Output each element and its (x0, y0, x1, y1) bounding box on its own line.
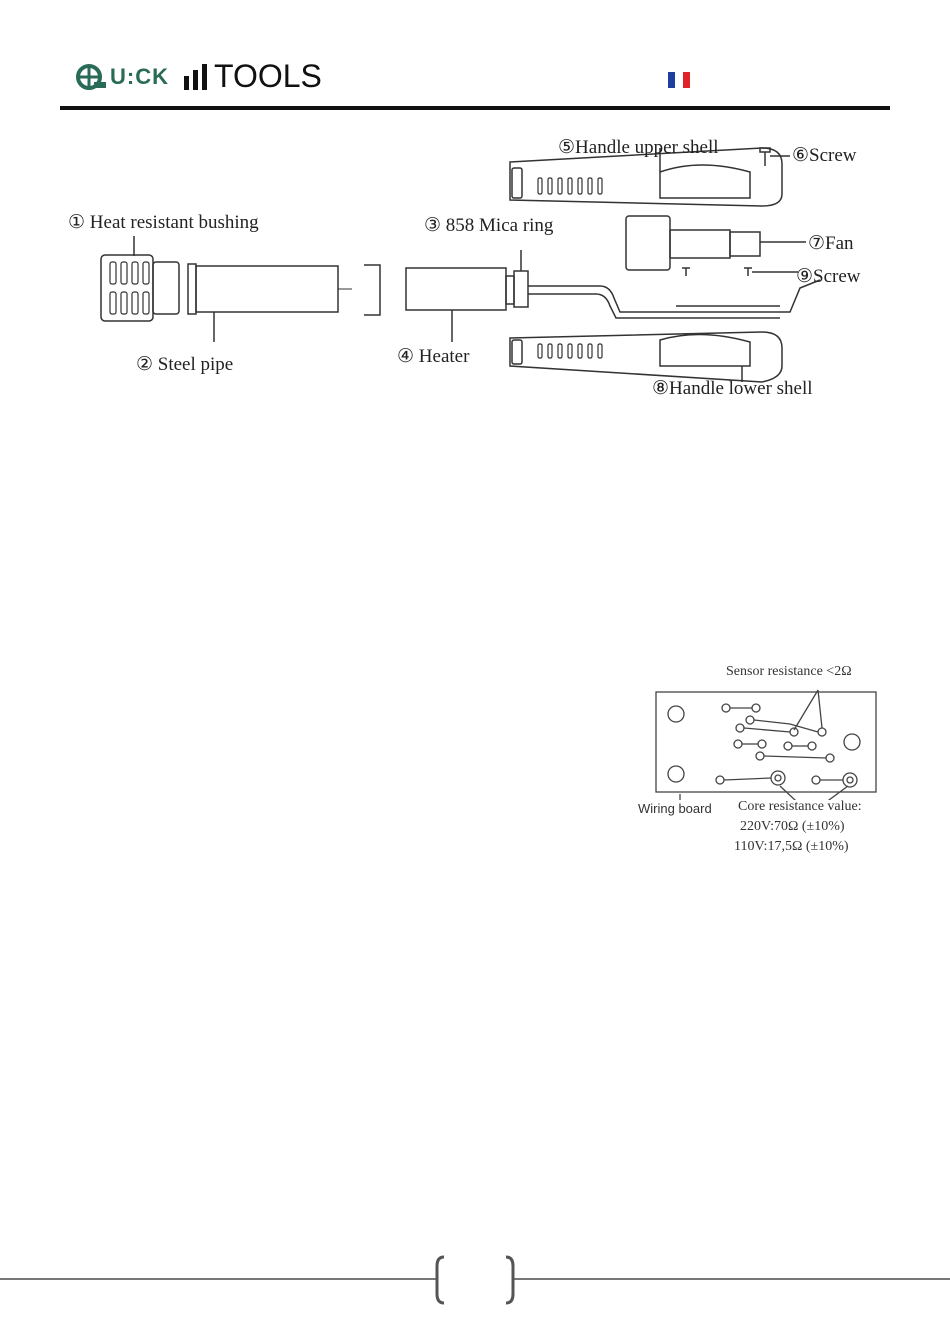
page-number-bracket-icon (432, 1254, 518, 1306)
label-core-resistance-220v: 220V:70Ω (±10%) (740, 819, 845, 835)
label-wiring-board: Wiring board (638, 801, 712, 816)
footer-rule-left (0, 1278, 436, 1280)
fan-shape (626, 216, 670, 270)
label-handle-lower-shell: ⑧Handle lower shell (652, 377, 813, 400)
label-handle-upper-shell: ⑤Handle upper shell (558, 136, 719, 159)
label-mica-ring: ③ 858 Mica ring (424, 214, 553, 237)
label-steel-pipe: ② Steel pipe (136, 353, 233, 376)
label-screw-6: ⑥Screw (792, 144, 857, 167)
mica-ring-shape (514, 271, 528, 307)
wiring-board-diagram (640, 680, 890, 800)
label-fan: ⑦Fan (808, 232, 854, 255)
heater-shape (406, 268, 506, 310)
label-heat-resistant-bushing: ① Heat resistant bushing (68, 211, 259, 234)
brand-tools: TOOLS (214, 58, 322, 95)
label-sensor-resistance: Sensor resistance <2Ω (726, 664, 852, 680)
french-flag-icon (668, 72, 690, 88)
label-screw-9: ⑨Screw (796, 265, 861, 288)
footer-rule-right (514, 1278, 950, 1280)
logo-bars-icon (184, 64, 212, 90)
label-core-resistance-title: Core resistance value: (738, 799, 862, 815)
logo-mark-icon (74, 62, 108, 92)
brand-quick: U:CK (110, 64, 169, 90)
steel-pipe-shape (196, 266, 338, 312)
label-core-resistance-110v: 110V:17,5Ω (±10%) (734, 839, 849, 855)
label-heater: ④ Heater (397, 345, 469, 368)
header-rule (60, 106, 890, 110)
